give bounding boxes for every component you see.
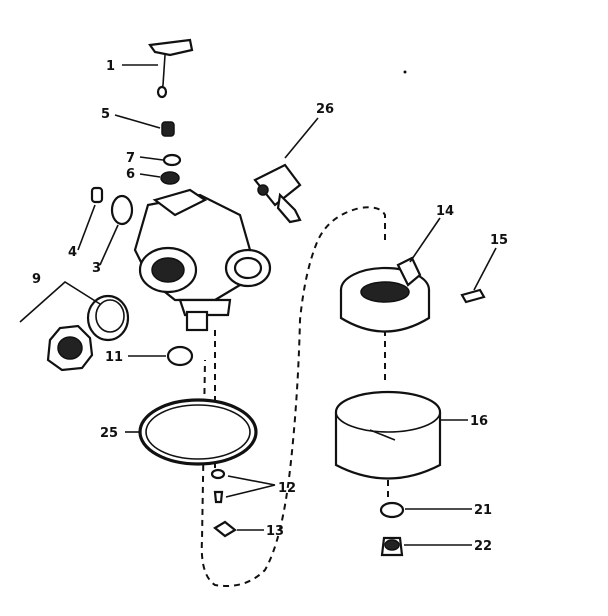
- leader-4: [77, 204, 96, 251]
- callout-22: 22: [474, 539, 492, 554]
- part-spring-13: [213, 520, 237, 538]
- part-choke-lever: [148, 38, 194, 99]
- callout-7: 7: [126, 151, 135, 166]
- callout-12: 12: [278, 481, 296, 496]
- part-bowl-gasket: [138, 398, 258, 466]
- callout-26: 26: [316, 102, 334, 117]
- callout-13: 13: [266, 524, 284, 539]
- leader-6: [139, 173, 161, 178]
- part-pin-15: [460, 288, 486, 304]
- callout-9: 9: [32, 272, 41, 287]
- assembly-dashed-line: [200, 206, 386, 587]
- callout-15: 15: [490, 233, 508, 248]
- callout-25: 25: [100, 426, 118, 441]
- leader-5: [114, 114, 161, 129]
- part-bowl-nut: [380, 536, 404, 557]
- part-washer-7: [162, 153, 182, 167]
- callout-6: 6: [126, 167, 135, 182]
- part-needle-12: [210, 468, 226, 504]
- part-screw-4: [90, 186, 104, 204]
- leader-3: [99, 224, 119, 266]
- part-oring-11: [166, 345, 194, 367]
- leader-26: [284, 117, 319, 159]
- part-washer-21: [379, 501, 405, 519]
- part-float: [339, 256, 431, 333]
- callout-21: 21: [474, 503, 492, 518]
- part-inlet-fitting: [253, 163, 302, 224]
- callout-5: 5: [101, 107, 110, 122]
- callout-4: 4: [68, 245, 77, 260]
- leader-9: [19, 281, 101, 323]
- part-carburetor-body: [133, 188, 272, 332]
- part-filter-gasket: [46, 324, 94, 372]
- callout-14: 14: [436, 204, 454, 219]
- part-screw: [161, 121, 175, 137]
- part-filter-cup: [86, 294, 130, 342]
- leader-14: [409, 217, 441, 263]
- callout-16: 16: [470, 414, 488, 429]
- scan-speck: [403, 70, 407, 74]
- leader-7: [139, 156, 164, 161]
- callout-3: 3: [92, 261, 101, 276]
- part-float-bowl: [334, 390, 442, 480]
- callout-1: 1: [106, 59, 115, 74]
- part-washer-6: [160, 171, 180, 185]
- callout-11: 11: [105, 350, 123, 365]
- leader-12: [225, 475, 276, 498]
- part-gasket-3: [110, 194, 134, 226]
- leader-15: [473, 247, 497, 291]
